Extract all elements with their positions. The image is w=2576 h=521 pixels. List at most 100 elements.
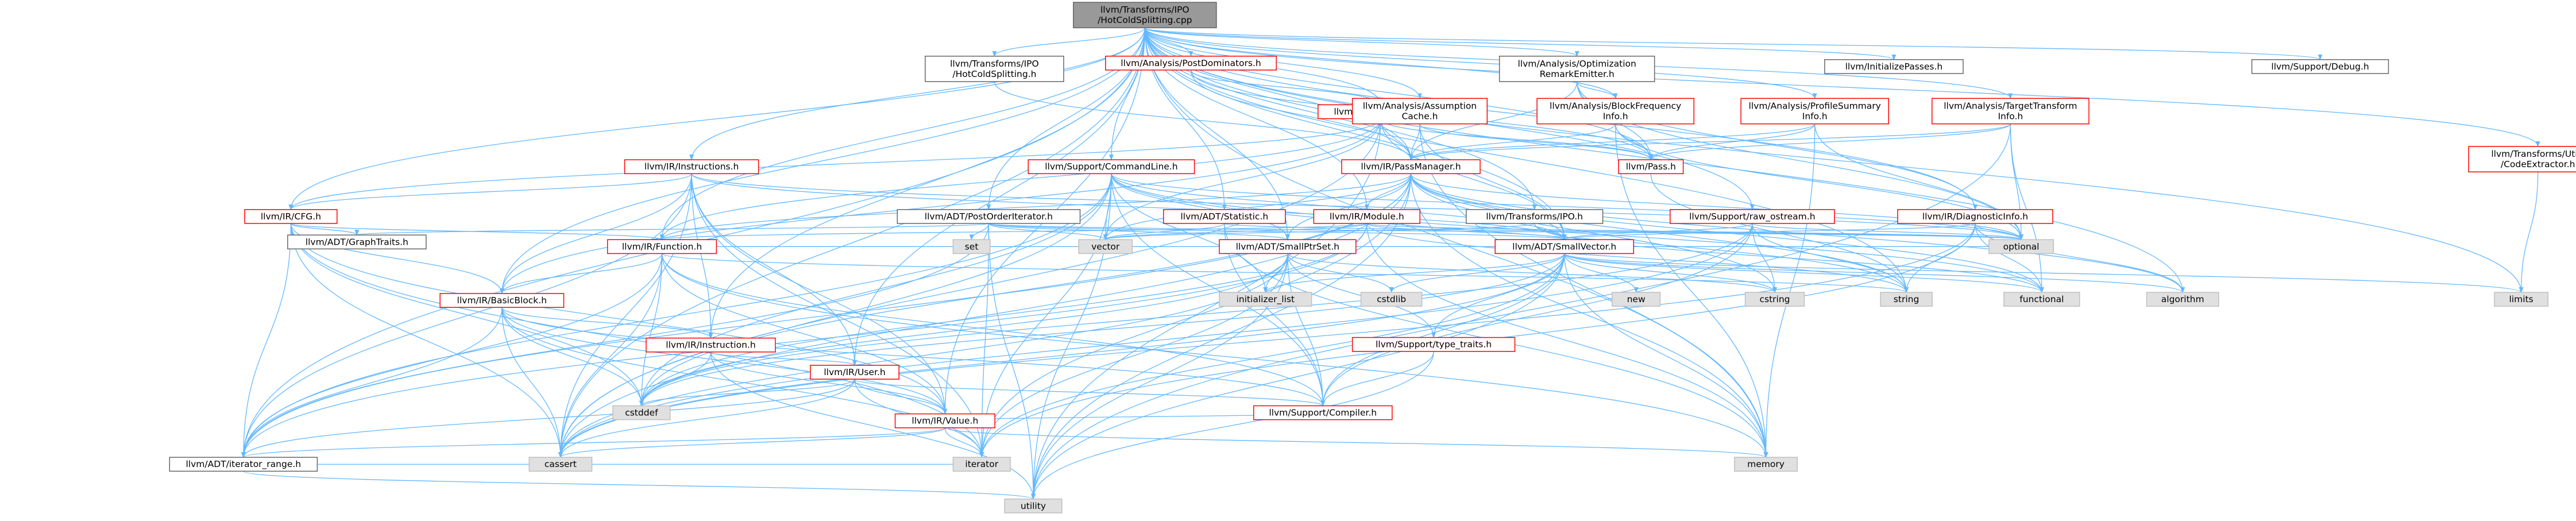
node-label: /HotColdSplitting.h [952, 69, 1036, 79]
node-box [810, 365, 899, 380]
node-label: llvm/IR/Instructions.h [644, 161, 739, 172]
node-box [1351, 98, 1488, 125]
node-label: llvm/IR/Module.h [1330, 211, 1404, 222]
edge-smallvector-to-initlist [1263, 253, 1565, 293]
edge-cmdline-to-cassert [558, 173, 1112, 458]
edge-cmdline-to-functional [1111, 173, 2044, 293]
node-value[interactable]: llvm/IR/Value.h [894, 413, 995, 429]
edge-module-to-cstddef [639, 223, 1368, 407]
edge-root-to-pass [1144, 28, 1654, 161]
nodes-layer: llvm/Transforms/IPO/HotColdSplitting.cpp… [169, 2, 2576, 514]
edge-instructions-to-cassert [558, 173, 692, 458]
edges-layer [241, 27, 2540, 500]
node-passmanager[interactable]: llvm/IR/PassManager.h [1341, 159, 1481, 175]
edge-passmanager-to-smallvector [1410, 173, 1567, 241]
edge-instruction-to-value [710, 352, 948, 415]
edge-root-to-limits [1144, 28, 2524, 293]
edge-blockfreq-to-passmanager [1408, 124, 1616, 161]
node-label: Cache.h [1401, 111, 1438, 121]
node-instruction[interactable]: llvm/IR/Instruction.h [646, 337, 776, 353]
node-diaginfo[interactable]: llvm/IR/DiagnosticInfo.h [1897, 209, 2053, 224]
edge-diaginfo-to-algorithm [1975, 223, 2185, 293]
node-root[interactable]: llvm/Transforms/IPO/HotColdSplitting.cpp [1073, 2, 1217, 29]
node-label: llvm/Support/CommandLine.h [1045, 161, 1177, 172]
node-smallvector[interactable]: llvm/ADT/SmallVector.h [1494, 239, 1634, 254]
node-label: llvm/InitializePasses.h [1845, 61, 1943, 72]
node-cmdline[interactable]: llvm/Support/CommandLine.h [1028, 159, 1195, 175]
node-box [646, 337, 776, 353]
node-label: llvm/Support/type_traits.h [1376, 339, 1492, 350]
edge-tti-to-pass [1648, 124, 2011, 161]
node-ipo-h[interactable]: llvm/Transforms/IPO.h [1465, 209, 1604, 224]
node-cstddef: cstddef [612, 405, 671, 420]
edge-instruction-to-user [710, 352, 857, 366]
node-label: RemarkEmitter.h [1540, 69, 1615, 79]
edge-postorder-to-utility [988, 223, 1036, 500]
node-statistic[interactable]: llvm/ADT/Statistic.h [1163, 209, 1286, 224]
node-module[interactable]: llvm/IR/Module.h [1313, 209, 1420, 224]
edge-passmanager-to-utility [1030, 173, 1412, 500]
node-cstdlib: cstdlib [1360, 292, 1423, 307]
node-label: llvm/Analysis/TargetTransform [1944, 101, 2077, 111]
node-smallptrset[interactable]: llvm/ADT/SmallPtrSet.h [1219, 239, 1357, 254]
node-label: llvm/IR/PassManager.h [1361, 161, 1461, 172]
node-debug[interactable]: llvm/Support/Debug.h [2251, 59, 2389, 74]
node-pass[interactable]: llvm/Pass.h [1618, 159, 1684, 175]
node-box [169, 457, 318, 472]
node-label: llvm/ADT/iterator_range.h [186, 459, 302, 470]
edge-postorder-to-set [969, 223, 990, 241]
edge-cmdline-to-optional [1111, 173, 2023, 241]
node-box [287, 234, 427, 250]
edge-postorder-to-graphtraits [355, 223, 990, 236]
node-user[interactable]: llvm/IR/User.h [810, 365, 899, 380]
node-typetraits[interactable]: llvm/Support/type_traits.h [1351, 337, 1516, 352]
edge-root-to-assumption [1144, 28, 1422, 99]
edge-cmdline-to-iterator [979, 173, 1112, 458]
edge-cfg-to-cassert [290, 223, 563, 458]
edge-statistic-to-vector [1103, 223, 1225, 241]
edge-root-to-instruction [708, 28, 1145, 339]
edge-postorder-to-optional [988, 223, 2023, 241]
edge-user-to-value [854, 379, 948, 415]
node-basicblock[interactable]: llvm/IR/BasicBlock.h [439, 293, 565, 308]
node-label: cstring [1759, 294, 1790, 304]
node-ipo-hcs-h[interactable]: llvm/Transforms/IPO/HotColdSplitting.h [925, 56, 1064, 82]
node-label: llvm/Analysis/PostDominators.h [1121, 58, 1261, 68]
edge-user-to-cassert [558, 379, 855, 458]
node-label: llvm/Support/raw_ostream.h [1689, 211, 1815, 222]
node-postorder[interactable]: llvm/ADT/PostOrderIterator.h [897, 209, 1081, 224]
node-label: Info.h [1603, 111, 1628, 121]
node-graphtraits[interactable]: llvm/ADT/GraphTraits.h [287, 234, 427, 250]
node-label: llvm/ADT/GraphTraits.h [306, 237, 408, 247]
node-label: llvm/IR/Function.h [622, 241, 702, 252]
node-initpasses[interactable]: llvm/InitializePasses.h [1824, 59, 1964, 74]
node-codeextractor[interactable]: llvm/Transforms/Utils/CodeExtractor.h [2468, 146, 2576, 173]
edge-smallptrset-to-compiler [1287, 253, 1326, 407]
node-compiler[interactable]: llvm/Support/Compiler.h [1253, 405, 1393, 420]
node-label: llvm/Transforms/IPO [1100, 5, 1189, 15]
node-label: /CodeExtractor.h [2501, 159, 2575, 169]
node-instructions[interactable]: llvm/IR/Instructions.h [624, 159, 759, 175]
node-rawostream[interactable]: llvm/Support/raw_ostream.h [1670, 209, 1835, 224]
edge-instructions-to-iterrange [241, 173, 692, 458]
edge-function-to-string [661, 253, 1909, 293]
node-box [1880, 292, 1933, 307]
edge-smallvector-to-memory [1564, 253, 1768, 458]
node-optremark[interactable]: llvm/Analysis/OptimizationRemarkEmitter.… [1499, 56, 1655, 82]
node-label: iterator [965, 459, 998, 469]
edge-rawostream-to-cstring [1752, 223, 1778, 293]
node-iterrange[interactable]: llvm/ADT/iterator_range.h [169, 457, 318, 472]
node-box [528, 457, 593, 472]
node-postdom[interactable]: llvm/Analysis/PostDominators.h [1105, 56, 1277, 71]
edge-smallptrset-to-cstddef [639, 253, 1288, 407]
edge-smallvector-to-utility [1031, 253, 1565, 500]
edge-module-to-memory [1366, 223, 1768, 458]
node-function[interactable]: llvm/IR/Function.h [607, 239, 717, 254]
node-cfg[interactable]: llvm/IR/CFG.h [244, 209, 338, 224]
edge-passmanager-to-function [659, 173, 1412, 241]
node-label: llvm/IR/Instruction.h [666, 340, 755, 350]
